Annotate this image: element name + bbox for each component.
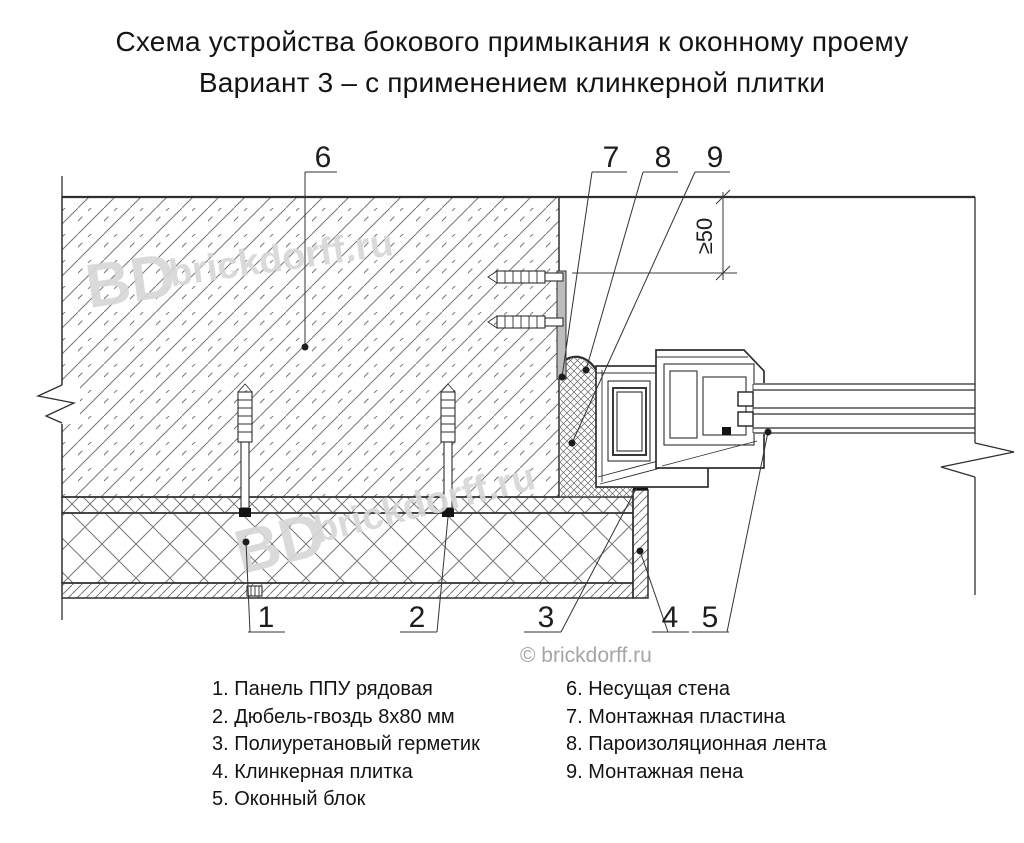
callout-label-1: 1 xyxy=(258,601,275,634)
opening-right-edge xyxy=(940,197,1015,595)
legend-item-9: 9. Монтажная пена xyxy=(566,760,744,783)
copyright-watermark: © brickdorff.ru xyxy=(520,644,652,667)
callout-labels: 1 2 3 4 5 6 7 8 9 xyxy=(258,141,724,634)
callout-leaders xyxy=(242,171,772,633)
clinker-tile-layer xyxy=(61,489,649,599)
glazing-unit xyxy=(737,383,975,434)
title-line-2: Вариант 3 – с применением клинкерной пли… xyxy=(198,67,826,98)
legend-item-5: 5. Оконный блок xyxy=(212,788,366,810)
legend-column-right: 6. Несущая стена 7. Монтажная пластина 8… xyxy=(566,676,827,786)
break-line-left xyxy=(33,384,80,424)
legend-item-1: 1. Панель ППУ рядовая xyxy=(212,678,433,700)
legend-item-4: 4. Клинкерная плитка xyxy=(212,760,413,783)
callout-label-9: 9 xyxy=(707,141,724,174)
dimension-label: ≥50 xyxy=(692,218,717,255)
callout-label-8: 8 xyxy=(655,141,672,174)
callout-label-6: 6 xyxy=(315,141,332,174)
legend-item-6: 6. Несущая стена xyxy=(566,678,730,700)
callout-label-4: 4 xyxy=(662,601,679,634)
legend-column-left: 1. Панель ППУ рядовая 2. Дюбель-гвоздь 8… xyxy=(212,676,480,814)
legend-item-2: 2. Дюбель-гвоздь 8х80 мм xyxy=(212,705,455,728)
dowel-nail-horizontal-1 xyxy=(487,270,564,284)
watermark-bd-text: BD xyxy=(81,241,179,322)
callout-label-2: 2 xyxy=(409,601,426,634)
title-line-1: Схема устройства бокового примыкания к о… xyxy=(115,26,909,57)
dowel-nail-horizontal-2 xyxy=(487,315,564,329)
window-frame xyxy=(595,349,765,488)
legend-item-8: 8. Пароизоляционная лента xyxy=(566,733,827,755)
legend-item-3: 3. Полиуретановый герметик xyxy=(212,733,480,755)
dimension-50: ≥50 xyxy=(572,189,737,281)
callout-label-3: 3 xyxy=(538,601,555,634)
callout-label-5: 5 xyxy=(702,601,719,634)
dowel-plug xyxy=(246,585,263,597)
load-bearing-wall xyxy=(61,176,560,498)
callout-label-7: 7 xyxy=(603,141,620,174)
legend-item-7: 7. Монтажная пластина xyxy=(566,705,786,728)
